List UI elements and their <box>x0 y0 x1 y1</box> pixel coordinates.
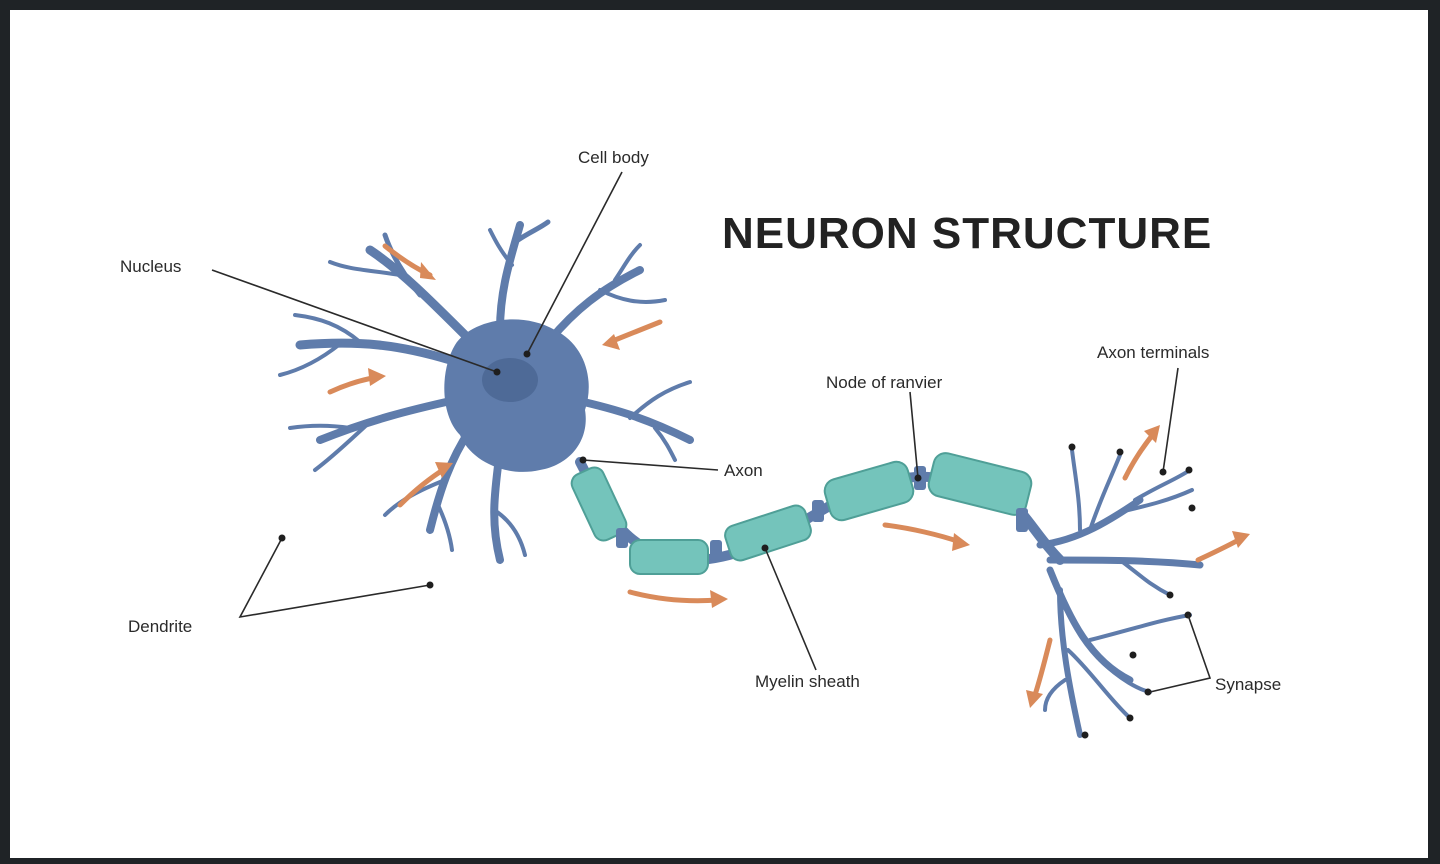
label-axon-terminals: Axon terminals <box>1097 343 1209 362</box>
signal-direction-arrows <box>327 243 1250 708</box>
label-cell-body: Cell body <box>578 148 649 167</box>
diagram-canvas: NEURON STRUCTURE <box>10 10 1428 858</box>
neuron-diagram: NEURON STRUCTURE <box>120 148 1281 739</box>
label-dendrite: Dendrite <box>128 617 192 636</box>
myelin-sheath-segments <box>570 452 1033 575</box>
leader-lines <box>211 171 1212 693</box>
nucleus-shape <box>482 358 538 402</box>
label-myelin-sheath: Myelin sheath <box>755 672 860 691</box>
label-synapse: Synapse <box>1215 675 1281 694</box>
label-axon: Axon <box>724 461 763 480</box>
synaptic-terminal-dots <box>1068 443 1196 739</box>
axon-terminal-branches <box>1036 448 1204 738</box>
label-nucleus: Nucleus <box>120 257 181 276</box>
diagram-title: NEURON STRUCTURE <box>722 209 1212 258</box>
label-node-of-ranvier: Node of ranvier <box>826 373 943 392</box>
